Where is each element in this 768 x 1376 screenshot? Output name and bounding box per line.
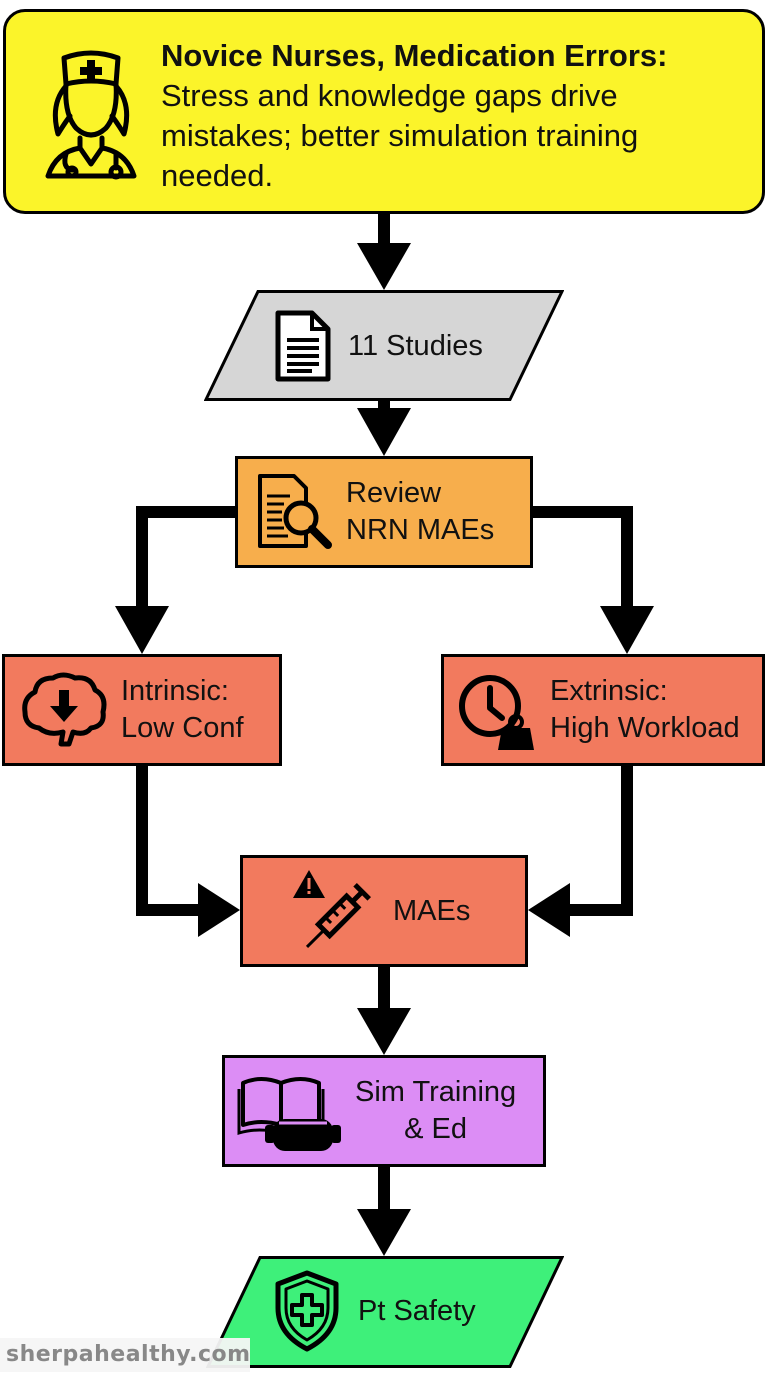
- header-body: Stress and knowledge gaps drive mistakes…: [161, 78, 639, 193]
- sim-label-line2: & Ed: [404, 1113, 468, 1145]
- arrow-review-to-intrinsic: [115, 506, 235, 654]
- sim-training-label: Sim Training & Ed: [355, 1074, 516, 1148]
- pt-safety-node: Pt Safety: [206, 1256, 564, 1368]
- document-icon: [275, 310, 331, 382]
- header-text: Novice Nurses, Medication Errors: Stress…: [161, 36, 751, 196]
- arrow-extrinsic-to-maes: [528, 766, 633, 937]
- intrinsic-label: Intrinsic: Low Conf: [121, 673, 244, 747]
- intrinsic-label-line2: Low Conf: [121, 712, 244, 744]
- arrow-studies-to-review: [357, 401, 411, 456]
- document-search-icon: [258, 474, 332, 549]
- book-vr-headset-icon: [237, 1077, 341, 1151]
- review-label-line1: Review: [346, 477, 442, 509]
- intrinsic-label-line1: Intrinsic:: [121, 675, 229, 707]
- maes-label: MAEs: [393, 894, 471, 927]
- studies-label: 11 Studies: [348, 329, 483, 362]
- intrinsic-node: Intrinsic: Low Conf: [2, 654, 282, 766]
- arrow-maes-to-sim: [357, 967, 411, 1055]
- review-node: Review NRN MAEs: [235, 456, 533, 568]
- studies-node: 11 Studies: [204, 290, 564, 401]
- nurse-icon: [45, 50, 137, 180]
- sim-training-node: Sim Training & Ed: [222, 1055, 546, 1167]
- arrow-review-to-extrinsic: [533, 506, 654, 654]
- brain-down-arrow-icon: [22, 672, 107, 747]
- arrow-header-to-studies: [357, 214, 411, 290]
- maes-node: MAEs: [240, 855, 528, 967]
- shield-cross-icon: [275, 1270, 339, 1352]
- sim-label-line1: Sim Training: [355, 1076, 517, 1108]
- header-title: Novice Nurses, Medication Errors:: [161, 38, 668, 73]
- extrinsic-label-line2: High Workload: [550, 712, 740, 744]
- arrow-intrinsic-to-maes: [136, 766, 240, 937]
- extrinsic-node: Extrinsic: High Workload: [441, 654, 765, 766]
- header-summary-box: Novice Nurses, Medication Errors: Stress…: [3, 9, 765, 214]
- arrow-sim-to-safety: [357, 1167, 411, 1256]
- watermark-text: sherpahealthy.com: [0, 1338, 250, 1372]
- clock-weight-icon: [459, 675, 534, 750]
- review-label-line2: NRN MAEs: [346, 514, 495, 546]
- pt-safety-label: Pt Safety: [358, 1294, 476, 1327]
- review-label: Review NRN MAEs: [346, 475, 494, 549]
- extrinsic-label-line1: Extrinsic:: [550, 675, 668, 707]
- extrinsic-label: Extrinsic: High Workload: [550, 673, 740, 747]
- warning-syringe-icon: [293, 870, 372, 949]
